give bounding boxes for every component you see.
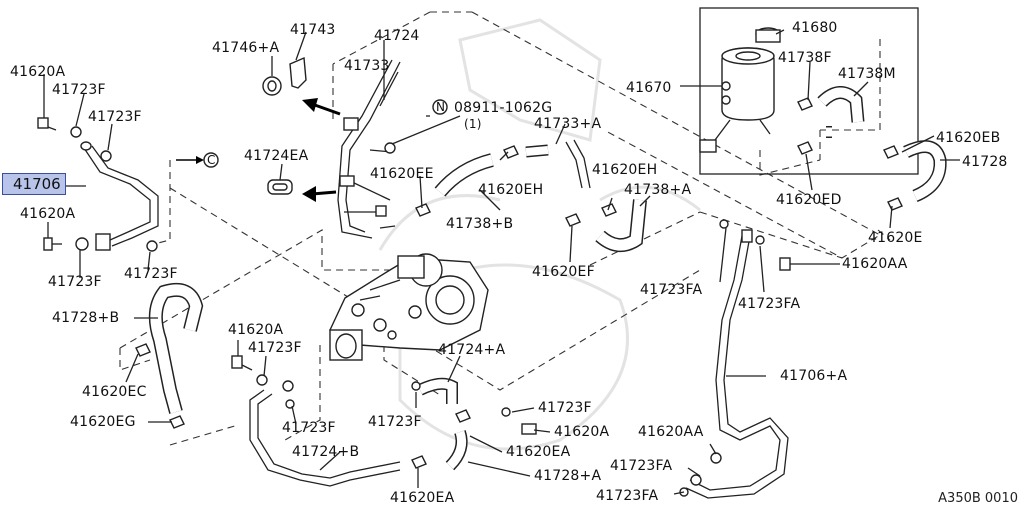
highlighted-part-41706[interactable]: 41706 <box>2 173 66 195</box>
part-label-41620eg[interactable]: 41620EG <box>70 414 136 430</box>
part-label-41724ea[interactable]: 41724EA <box>244 148 309 164</box>
pipe-assembly-41724 <box>337 59 401 239</box>
part-label-41724b[interactable]: 41724+B <box>292 444 360 460</box>
part-label-41724a[interactable]: 41724+A <box>438 342 506 358</box>
part-label-41620ec[interactable]: 41620EC <box>82 384 147 400</box>
part-label-41620aa-bottom[interactable]: 41620AA <box>638 424 704 440</box>
part-label-41620eh-b[interactable]: 41620EH <box>592 162 658 178</box>
hose-41738m <box>817 86 865 138</box>
brackets <box>262 56 307 195</box>
part-label-41723fa-a[interactable]: 41723FA <box>640 282 703 298</box>
reservoir-box <box>699 7 919 175</box>
part-label-41723fa-b[interactable]: 41723FA <box>738 296 801 312</box>
part-label-41738a[interactable]: 41738+A <box>624 182 692 198</box>
part-label-41620ea-b[interactable]: 41620EA <box>390 490 455 506</box>
watermark <box>378 18 701 451</box>
part-label-08911-qty: (1) <box>464 117 482 131</box>
part-label-41723f-e[interactable]: 41723F <box>248 340 302 356</box>
part-label-41620ee[interactable]: 41620EE <box>370 166 434 182</box>
part-label-41743[interactable]: 41743 <box>290 22 336 38</box>
part-label-41620eh-a[interactable]: 41620EH <box>478 182 544 198</box>
washers-middle <box>285 381 537 435</box>
hose-41728b <box>148 282 204 414</box>
part-label-41706a[interactable]: 41706+A <box>780 368 848 384</box>
part-label-41680[interactable]: 41680 <box>792 20 838 36</box>
pipe-41724b <box>231 355 401 487</box>
part-label-41733[interactable]: 41733 <box>344 58 390 74</box>
part-label-41746a[interactable]: 41746+A <box>212 40 280 56</box>
part-label-41724[interactable]: 41724 <box>374 28 420 44</box>
hose-41706a <box>679 219 800 499</box>
part-label-41738m[interactable]: 41738M <box>838 66 896 82</box>
part-label-41728b[interactable]: 41728+B <box>52 310 120 326</box>
part-label-41723fa-d[interactable]: 41723FA <box>596 488 659 504</box>
part-label-41620e[interactable]: 41620E <box>868 230 923 246</box>
part-label-41723f-c[interactable]: 41723F <box>48 274 102 290</box>
hose-41728 <box>903 140 947 203</box>
clips-center <box>135 145 617 469</box>
part-label-41620ef[interactable]: 41620EF <box>532 264 595 280</box>
circle-n-marker-label: N <box>436 100 446 114</box>
part-label-41620a-c[interactable]: 41620A <box>228 322 284 338</box>
part-label-41723f-g[interactable]: 41723F <box>368 414 422 430</box>
part-label-41723f-h[interactable]: 41723F <box>538 400 592 416</box>
part-label-41733a[interactable]: 41733+A <box>534 116 602 132</box>
hose-41706 <box>37 117 159 252</box>
part-label-41620a-d[interactable]: 41620A <box>554 424 610 440</box>
part-label-41738b[interactable]: 41738+B <box>446 216 514 232</box>
part-label-41620a-top[interactable]: 41620A <box>10 64 66 80</box>
part-label-41620a-mid[interactable]: 41620A <box>20 206 76 222</box>
dashed-guides <box>119 11 891 446</box>
part-label-41723fa-c[interactable]: 41723FA <box>610 458 673 474</box>
part-label-41620aa-right[interactable]: 41620AA <box>842 256 908 272</box>
circle-c-marker-label: C <box>207 153 216 167</box>
power-steering-pump <box>329 253 489 361</box>
part-label-41723f-a[interactable]: 41723F <box>52 82 106 98</box>
part-label-41620ea-a[interactable]: 41620EA <box>506 444 571 460</box>
part-label-41670[interactable]: 41670 <box>626 80 672 96</box>
leader-lines <box>43 29 960 495</box>
part-label-41723f-d[interactable]: 41723F <box>124 266 178 282</box>
center-hoses <box>417 139 647 471</box>
circle-markers <box>203 99 448 168</box>
part-label-41728a[interactable]: 41728+A <box>534 468 602 484</box>
direction-arrows <box>176 98 341 202</box>
diagram-reference-code: A350B 0010 <box>938 491 1018 506</box>
part-label-41723f-b[interactable]: 41723F <box>88 109 142 125</box>
part-label-41620ed[interactable]: 41620ED <box>776 192 842 208</box>
part-label-41738f[interactable]: 41738F <box>778 50 832 66</box>
part-label-08911-1062g[interactable]: 08911-1062G <box>454 100 553 116</box>
part-label-41620eb[interactable]: 41620EB <box>936 130 1001 146</box>
part-label-41728[interactable]: 41728 <box>962 154 1008 170</box>
part-label-41723f-f[interactable]: 41723F <box>282 420 336 436</box>
